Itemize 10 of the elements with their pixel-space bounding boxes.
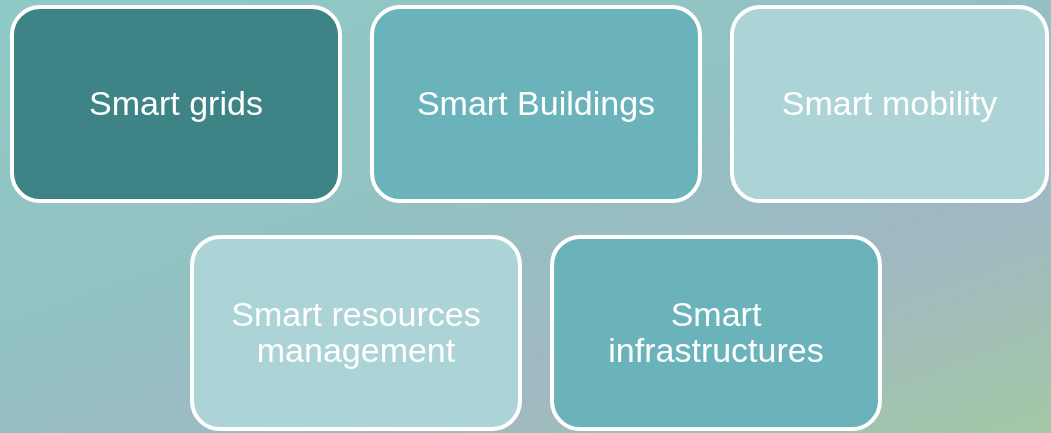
box-label: Smart mobility (781, 86, 998, 122)
topic-box (730, 5, 1049, 203)
box-label: Smart infrastructures (607, 297, 825, 369)
topic-box (550, 235, 882, 431)
topic-box (190, 235, 522, 431)
topic-box (370, 5, 702, 203)
topic-box (10, 5, 342, 203)
box-label: Smart grids (89, 86, 263, 122)
box-label: Smart Buildings (416, 86, 656, 122)
box-label: Smart resources management (230, 297, 482, 369)
